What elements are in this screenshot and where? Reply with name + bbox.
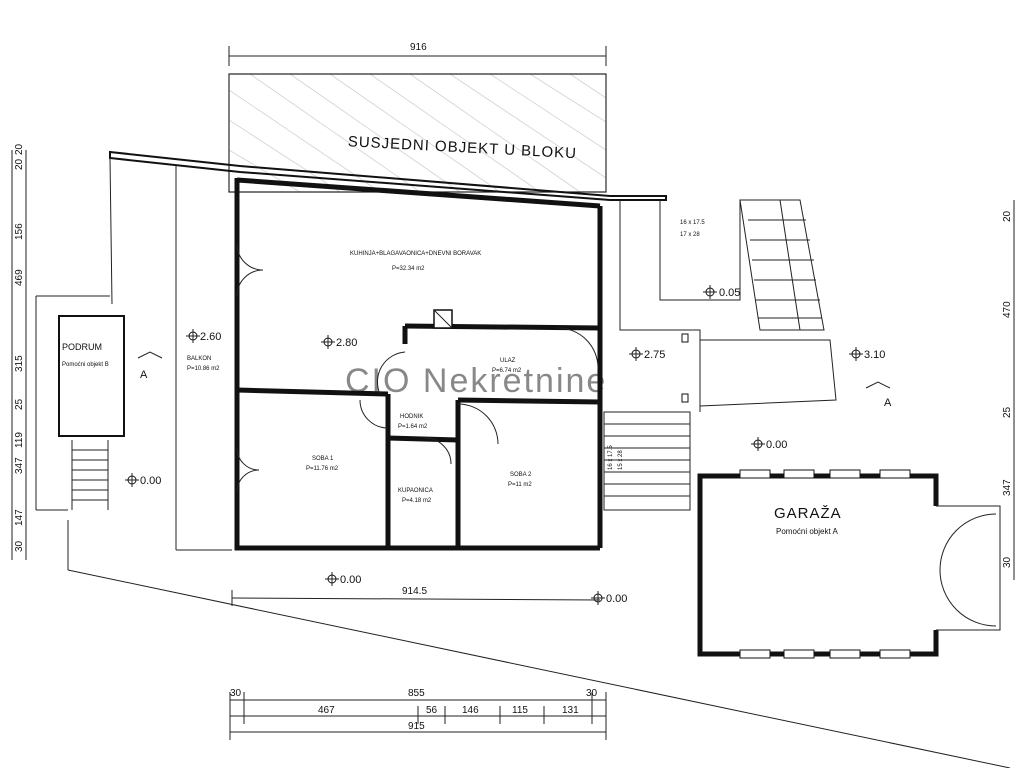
garaza-sublabel: Pomoćni objekt A	[776, 527, 838, 536]
soba1-area: P=11.76 m2	[306, 466, 339, 472]
ulaz-area: P=6.74 m2	[492, 368, 522, 374]
front-dimension-label: 914.5	[402, 586, 427, 597]
elevation-stair-landing-label: 0.05	[719, 287, 740, 299]
soba1-label: SOBA 1	[312, 456, 334, 462]
stair-top-dim-2: 17 x 28	[680, 232, 700, 238]
elevation-stair-landing: 0.05	[703, 285, 740, 299]
elevation-terrace: 2.75	[629, 347, 665, 361]
elevation-terrace-label: 2.75	[644, 349, 665, 361]
elevation-balkon-label: 2.60	[200, 331, 221, 343]
left-dim: 156	[14, 223, 25, 240]
site-outline	[35, 150, 1011, 768]
stairs-lower: 16 x 17.5 15 x 28	[603, 411, 691, 511]
left-dim: 315	[14, 355, 25, 372]
kupaonica-area: P=4.18 m2	[402, 498, 432, 504]
chimney-icon	[433, 309, 453, 329]
elevation-front: 0.00	[325, 572, 361, 586]
balkon-area: P=10.86 m2	[187, 366, 220, 372]
bottom-dimensions: 30 855 30 467 56 146 115 131 915	[229, 688, 607, 740]
hodnik-label: HODNIK	[400, 414, 423, 420]
left-dim: 25	[14, 398, 25, 410]
bottom-segment: 131	[562, 705, 579, 716]
garaza-building: GARAŽA Pomoćni objekt A	[697, 469, 1001, 659]
elevation-kuhinja-label: 2.80	[336, 337, 357, 349]
bottom-left-end: 30	[230, 688, 242, 699]
left-dim: 20	[14, 158, 25, 170]
elevation-garaza-front: 0.00	[751, 437, 787, 451]
elevation-podrum: 0.00	[125, 473, 161, 487]
left-dim: 469	[14, 269, 25, 286]
elevation-front-right: 0.00	[591, 591, 627, 605]
kupaonica-label: KUPAONICA	[398, 488, 433, 494]
left-dim: 30	[14, 540, 25, 552]
elevation-podrum-label: 0.00	[140, 475, 161, 487]
bottom-segment: 56	[426, 705, 438, 716]
door-swings	[236, 243, 599, 493]
bottom-total: 915	[408, 721, 425, 732]
watermark-text: CIO Nekretnine	[345, 362, 607, 400]
left-dim: 347	[14, 457, 25, 474]
left-dim: 147	[14, 509, 25, 526]
stair-top-dim-1: 16 x 17.5	[680, 220, 705, 226]
top-dimension-label: 916	[410, 42, 427, 53]
section-a-right: A	[884, 397, 892, 409]
right-dimensions: 20 470 25 347 30	[1002, 200, 1015, 580]
elevation-right-label: 3.10	[864, 349, 885, 361]
garaza-label: GARAŽA	[774, 505, 842, 522]
bottom-segment: 115	[512, 705, 528, 716]
kuhinja-area: P=32.34 m2	[392, 266, 425, 272]
bottom-right-end: 30	[586, 688, 598, 699]
bottom-segment: 146	[462, 705, 479, 716]
podrum-building: PODRUM Pomoćni objekt B	[58, 315, 125, 510]
bottom-overall: 855	[408, 688, 425, 699]
stairs-upper: 16 x 17.5 17 x 28	[680, 199, 825, 331]
neighbor-label: SUSJEDNI OBJEKT U BLOKU	[347, 133, 577, 162]
right-dim: 347	[1002, 479, 1013, 496]
house-walls	[234, 177, 603, 551]
front-dimension: 914.5	[231, 586, 601, 606]
elevation-front-right-label: 0.00	[606, 593, 627, 605]
right-dim: 30	[1002, 556, 1013, 568]
elevation-kuhinja: 2.80	[321, 335, 357, 349]
neighbor-hatching	[228, 73, 607, 193]
room-labels: KUHINJA+BLAGAVAONICA+DNEVNI BORAVAK P=32…	[187, 251, 532, 504]
soba2-label: SOBA 2	[510, 472, 532, 478]
elevation-balkon: 2.60	[186, 329, 221, 343]
right-dim: 20	[1002, 210, 1013, 222]
elevation-garaza-front-label: 0.00	[766, 439, 787, 451]
ulaz-label: ULAZ	[500, 358, 516, 364]
right-dim: 25	[1002, 406, 1013, 418]
left-dim: 119	[14, 432, 25, 448]
stair-mid-dim-1: 16 x 17.5	[608, 445, 614, 470]
terrace-outline	[619, 200, 837, 412]
podrum-sublabel: Pomoćni objekt B	[62, 362, 109, 368]
stair-mid-dim-2: 15 x 28	[618, 450, 624, 470]
right-dim: 470	[1002, 301, 1013, 318]
podrum-label: PODRUM	[62, 342, 102, 352]
podrum-steps	[71, 440, 109, 510]
left-dim: 20	[14, 143, 25, 155]
kuhinja-label: KUHINJA+BLAGAVAONICA+DNEVNI BORAVAK	[350, 251, 481, 257]
left-dimensions: 30 147 347 119 25 315 469 156 20 20	[11, 143, 27, 560]
soba2-area: P=11 m2	[508, 482, 532, 488]
bottom-segment: 467	[318, 705, 335, 716]
elevation-markers: 2.60 2.80 2.75 0.05 3.10 0.00 0.00 0.00	[125, 285, 885, 605]
elevation-front-label: 0.00	[340, 574, 361, 586]
elevation-right: 3.10	[849, 347, 885, 361]
section-a-left: A	[140, 369, 148, 381]
balkon-label: BALKON	[187, 356, 211, 362]
section-markers: A A	[137, 351, 892, 409]
hodnik-area: P=1.64 m2	[398, 424, 428, 430]
